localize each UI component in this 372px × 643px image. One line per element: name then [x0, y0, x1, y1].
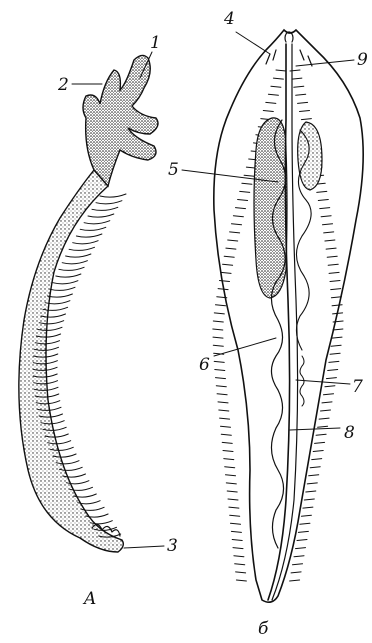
worm-a-segment-ring [74, 494, 97, 497]
worm-a-segment-ring [62, 261, 87, 264]
worm-a-segment-ring [73, 241, 98, 244]
worm-a-segment-ring [96, 201, 122, 204]
worm-a-segment-ring [48, 294, 73, 297]
figure-a-scolex-worm [19, 55, 158, 552]
panel-a-label: A [82, 589, 96, 609]
worm-a-segment-ring [80, 227, 106, 230]
label-9: 9 [357, 50, 368, 70]
label-1: 1 [150, 33, 161, 53]
worm-a-segment-ring [66, 254, 91, 257]
worm-a-segment-ring [76, 234, 102, 237]
leader-3 [124, 546, 164, 548]
worm-a-segment-ring [88, 214, 114, 217]
label-2: 2 [57, 75, 69, 95]
worm-a-segment-ring [69, 247, 94, 250]
label-7: 7 [352, 377, 363, 397]
worm-a-segment-ring [78, 501, 100, 504]
label-6: 6 [199, 355, 210, 375]
worm-a-segment-ring [82, 507, 104, 510]
label-3: 3 [167, 536, 178, 556]
panel-b-label: б [258, 619, 269, 639]
leader-4 [236, 32, 270, 54]
worm-a-segment-ring [56, 274, 81, 277]
worm-a-body [19, 170, 123, 552]
label-8: 8 [344, 423, 355, 443]
worm-b-organ-right [298, 122, 322, 190]
worm-a-segment-ring [100, 194, 126, 197]
label-5: 5 [168, 160, 179, 180]
worm-a-segment-ring [92, 207, 118, 210]
worm-a-segment-ring [53, 281, 78, 284]
worm-a-segment-ring [59, 267, 84, 270]
worm-a-segment-ring [84, 221, 110, 224]
worm-a-segment-ring [50, 287, 75, 290]
label-4: 4 [223, 9, 235, 29]
worm-a-head [83, 55, 158, 186]
figure-b-dissected-worm [213, 30, 363, 602]
worm-a-segment-ring [86, 514, 108, 517]
